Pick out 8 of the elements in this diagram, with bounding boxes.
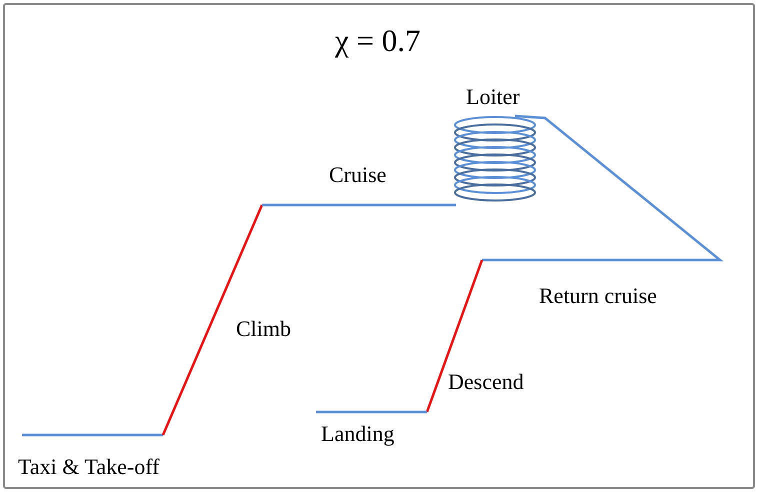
- phase-label: Climb: [236, 317, 292, 342]
- diagram-title: χ = 0.7: [335, 24, 420, 58]
- phase-label: Taxi & Take-off: [18, 455, 160, 480]
- phase-label: Loiter: [466, 85, 520, 110]
- phase-label: Descend: [448, 370, 524, 394]
- phase-label: Cruise: [329, 163, 386, 188]
- phase-label: Return cruise: [539, 284, 657, 308]
- phase-label: Landing: [321, 422, 394, 446]
